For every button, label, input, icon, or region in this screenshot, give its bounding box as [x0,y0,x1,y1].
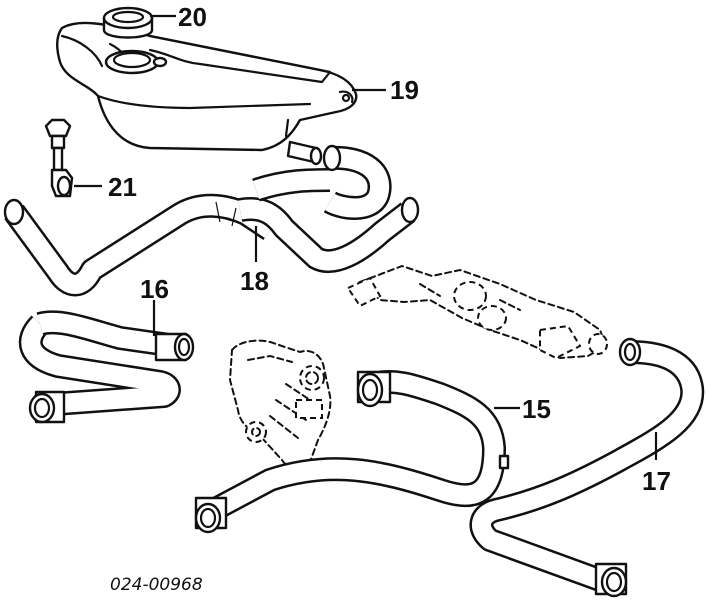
callout-20: 20 [178,2,207,32]
diagram-code: 024-00968 [110,575,203,595]
expansion-tank [56,21,358,152]
callout-18: 18 [240,266,269,296]
callout-19: 19 [390,75,419,105]
thermostat-housing-phantom [346,264,608,360]
callout-15: 15 [522,394,551,424]
hose-17 [469,337,705,598]
hose-15 [194,369,510,534]
hose-18 [3,144,420,297]
water-pump-phantom [228,339,332,469]
filler-cap [102,6,154,39]
tank-outlet-pipe [286,140,323,166]
callout-21: 21 [108,172,137,202]
callout-16: 16 [140,274,169,304]
callout-17: 17 [642,466,671,496]
hose-16 [18,310,195,424]
level-sensor [44,118,74,198]
